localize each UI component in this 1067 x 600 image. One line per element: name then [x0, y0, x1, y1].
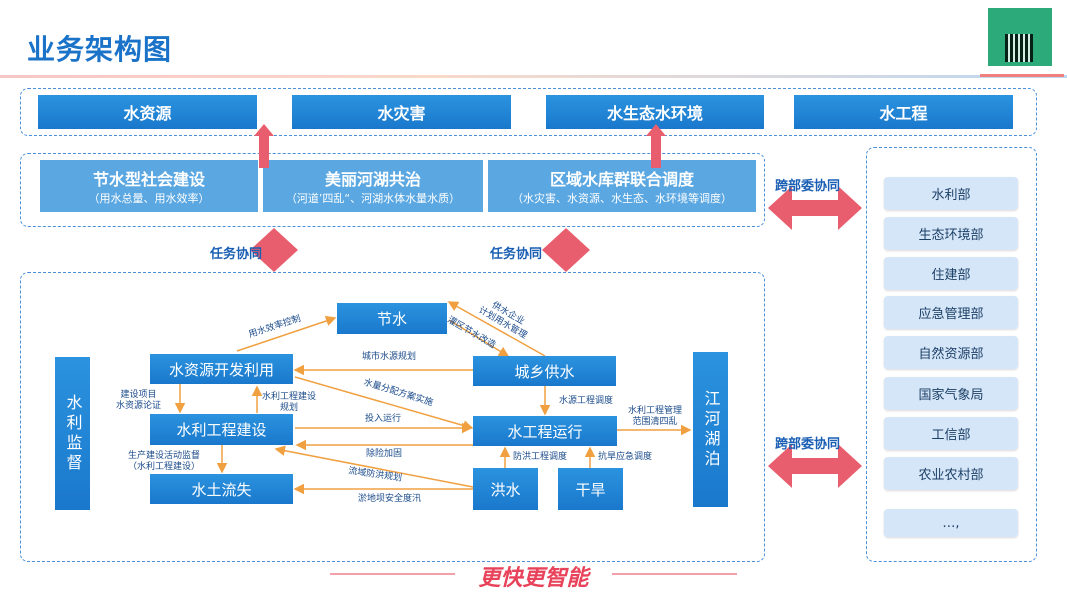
page-title: 业务架构图	[27, 33, 173, 66]
task-beautiful-rivers: 美丽河湖共治 （河道’四乱“、河湖水体水量水质）	[263, 160, 483, 212]
edge-label: 淤地坝安全度汛	[358, 494, 422, 504]
cross-ministry-label: 跨部委协同	[775, 179, 841, 194]
node-resource-development: 水资源开发利用	[150, 354, 293, 384]
footer-line	[330, 573, 455, 575]
dept-item: 国家气象局	[884, 377, 1018, 410]
task-title: 节水型社会建设	[92, 170, 205, 189]
edge-label: 生产建设活动监督 （水利工程建设）	[128, 451, 201, 472]
task-water-saving-society: 节水型社会建设 （用水总量、用水效率）	[40, 160, 258, 212]
domain-water-engineering: 水工程	[794, 95, 1013, 129]
domain-water-disaster: 水灾害	[292, 95, 511, 129]
node-engineering-operation: 水工程运行	[473, 416, 617, 446]
dept-item: 工信部	[884, 417, 1018, 450]
node-soil-erosion: 水土流失	[150, 474, 293, 504]
edge-label: 防洪工程调度	[513, 452, 568, 462]
node-engineering-construction: 水利工程建设	[150, 414, 293, 445]
task-subtitle: （水灾害、水资源、水生态、水环境等调度）	[512, 192, 732, 205]
domain-water-ecology: 水生态水环境	[546, 95, 764, 129]
dept-item: 水利部	[884, 177, 1018, 210]
task-coop-label: 任务协同	[490, 247, 543, 262]
dept-item: …,	[884, 509, 1018, 537]
cross-ministry-label: 跨部委协同	[775, 437, 841, 452]
up-arrow-icon	[254, 124, 274, 168]
task-diamond-icon	[250, 228, 298, 272]
edge-label: 投入运行	[365, 414, 402, 424]
edge-label: 抗旱应急调度	[598, 452, 653, 462]
task-reservoir-dispatch: 区域水库群联合调度 （水灾害、水资源、水生态、水环境等调度）	[488, 160, 756, 212]
node-urban-rural-supply: 城乡供水	[473, 356, 616, 386]
node-flood: 洪水	[473, 468, 538, 510]
footer-line	[612, 573, 737, 575]
node-water-saving: 节水	[337, 303, 447, 334]
node-supervision: 水利监督	[55, 357, 90, 510]
qr-code-image	[978, 6, 1064, 82]
task-subtitle: （河道’四乱“、河湖水体水量水质）	[285, 192, 461, 205]
task-coop-label: 任务协同	[210, 247, 263, 262]
edge-label: 建设项目 水资源论证	[116, 390, 162, 411]
task-title: 美丽河湖共治	[324, 170, 421, 189]
up-arrow-icon	[646, 124, 666, 168]
business-flow-group	[20, 272, 765, 562]
dept-item: 应急管理部	[884, 296, 1018, 329]
double-arrow-icon	[768, 444, 862, 488]
dept-item: 生态环境部	[884, 217, 1018, 250]
dept-item: 自然资源部	[884, 336, 1018, 369]
department-group	[866, 147, 1037, 562]
task-group	[20, 153, 765, 227]
domain-water-resources: 水资源	[38, 95, 257, 129]
dept-item: 住建部	[884, 257, 1018, 290]
domain-group	[20, 88, 1037, 136]
task-title: 区域水库群联合调度	[549, 170, 694, 189]
edge-label: 水利工程管理 范围清四乱	[628, 406, 683, 427]
edge-label: 城市水源规划	[362, 352, 417, 362]
node-drought: 干旱	[558, 468, 623, 510]
double-arrow-icon	[768, 186, 862, 230]
footer-slogan: 更快更智能	[478, 566, 589, 591]
edge-label: 水源工程调度	[559, 396, 614, 406]
title-divider	[0, 75, 1067, 78]
task-subtitle: （用水总量、用水效率）	[88, 192, 210, 205]
node-rivers-lakes: 江河湖泊	[693, 352, 728, 507]
edge-label: 除险加固	[366, 449, 403, 459]
edge-label: 水利工程建设 规划	[262, 392, 317, 413]
task-diamond-icon	[542, 228, 590, 272]
dept-item: 农业农村部	[884, 457, 1018, 490]
